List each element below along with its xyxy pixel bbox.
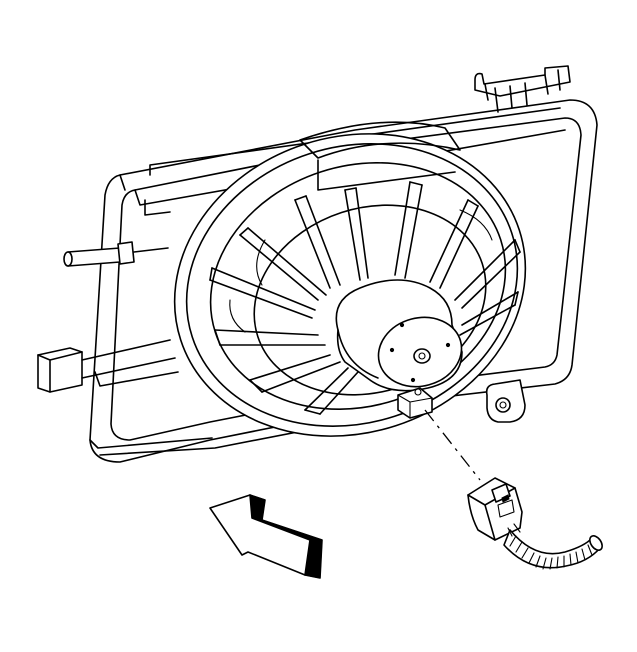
fan-motor: [335, 279, 463, 392]
electrical-connector: [467, 477, 523, 541]
mounting-pin: [63, 241, 169, 267]
resistor-connector: [37, 339, 179, 393]
alignment-line: [424, 409, 481, 481]
fan-blade-assembly: [209, 181, 521, 415]
direction-arrow: [209, 494, 323, 579]
wiring-harness: [503, 523, 603, 570]
motor-connector-socket: [397, 387, 433, 419]
